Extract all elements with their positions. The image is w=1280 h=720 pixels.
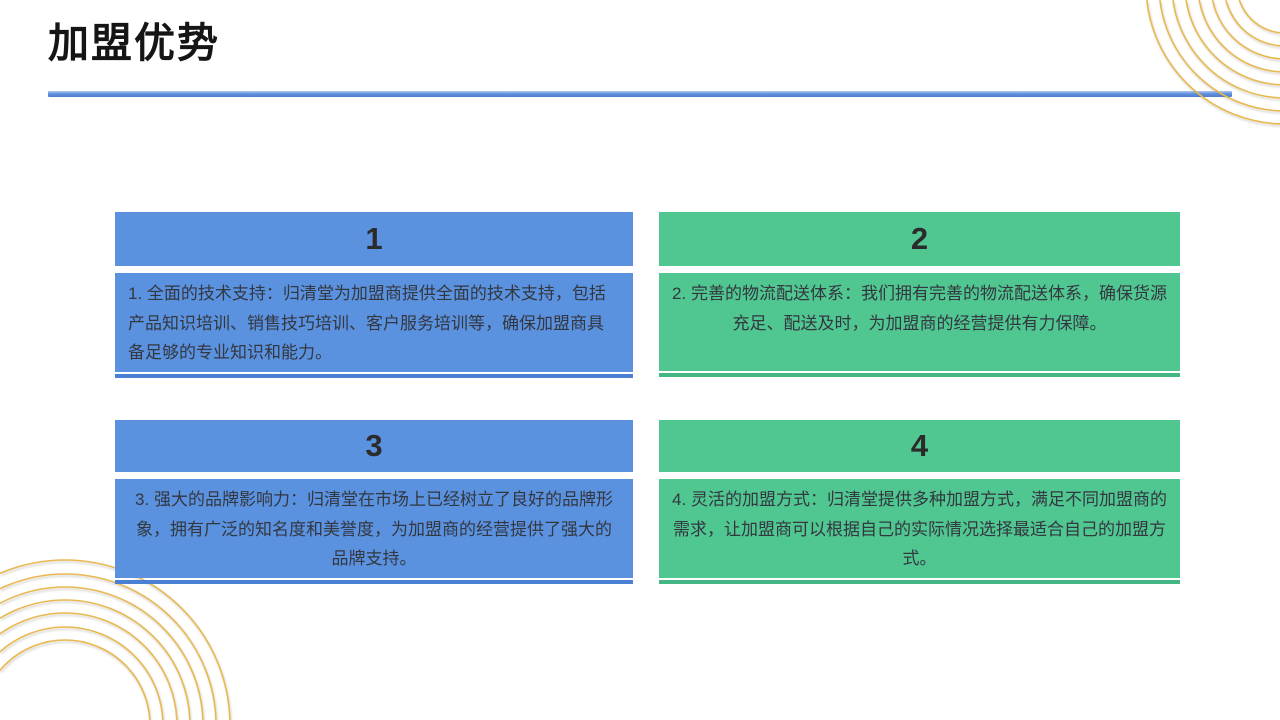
card-4-accent-line: [659, 579, 1180, 584]
card-2-text: 2. 完善的物流配送体系：我们拥有完善的物流配送体系，确保货源充足、配送及时，为…: [672, 284, 1167, 333]
card-1-number: 1: [365, 221, 383, 256]
card-1-body: 1. 全面的技术支持：归清堂为加盟商提供全面的技术支持，包括产品知识培训、销售技…: [115, 273, 633, 372]
card-1-text: 1. 全面的技术支持：归清堂为加盟商提供全面的技术支持，包括产品知识培训、销售技…: [128, 284, 606, 362]
card-4-number: 4: [910, 428, 929, 463]
advantage-card-4: 4 4. 灵活的加盟方式：归清堂提供多种加盟方式，满足不同加盟商的需求，让加盟商…: [659, 420, 1180, 584]
card-3-accent-line: [115, 579, 633, 584]
advantage-card-1: 1 1. 全面的技术支持：归清堂为加盟商提供全面的技术支持，包括产品知识培训、销…: [115, 212, 633, 378]
card-4-number-band: 4: [659, 420, 1180, 472]
card-1-number-band: 1: [115, 212, 633, 266]
card-1-accent-line: [115, 373, 633, 378]
card-3-number: 3: [365, 428, 383, 463]
corner-arcs-top-right-icon: [1146, 0, 1280, 125]
card-2-number: 2: [910, 221, 929, 256]
card-2-number-band: 2: [659, 212, 1180, 266]
title-underline: [48, 91, 1232, 97]
corner-arcs-bottom-left-icon: [0, 559, 231, 720]
page-title: 加盟优势: [48, 20, 220, 66]
card-4-text: 4. 灵活的加盟方式：归清堂提供多种加盟方式，满足不同加盟商的需求，让加盟商可以…: [672, 490, 1167, 568]
card-4-body: 4. 灵活的加盟方式：归清堂提供多种加盟方式，满足不同加盟商的需求，让加盟商可以…: [659, 479, 1180, 578]
card-3-text: 3. 强大的品牌影响力：归清堂在市场上已经树立了良好的品牌形象，拥有广泛的知名度…: [135, 490, 613, 568]
advantage-card-3: 3 3. 强大的品牌影响力：归清堂在市场上已经树立了良好的品牌形象，拥有广泛的知…: [115, 420, 633, 584]
card-2-body: 2. 完善的物流配送体系：我们拥有完善的物流配送体系，确保货源充足、配送及时，为…: [659, 273, 1180, 371]
card-2-accent-line: [659, 373, 1180, 377]
card-3-body: 3. 强大的品牌影响力：归清堂在市场上已经树立了良好的品牌形象，拥有广泛的知名度…: [115, 479, 633, 578]
advantage-card-2: 2 2. 完善的物流配送体系：我们拥有完善的物流配送体系，确保货源充足、配送及时…: [659, 212, 1180, 377]
card-3-number-band: 3: [115, 420, 633, 472]
